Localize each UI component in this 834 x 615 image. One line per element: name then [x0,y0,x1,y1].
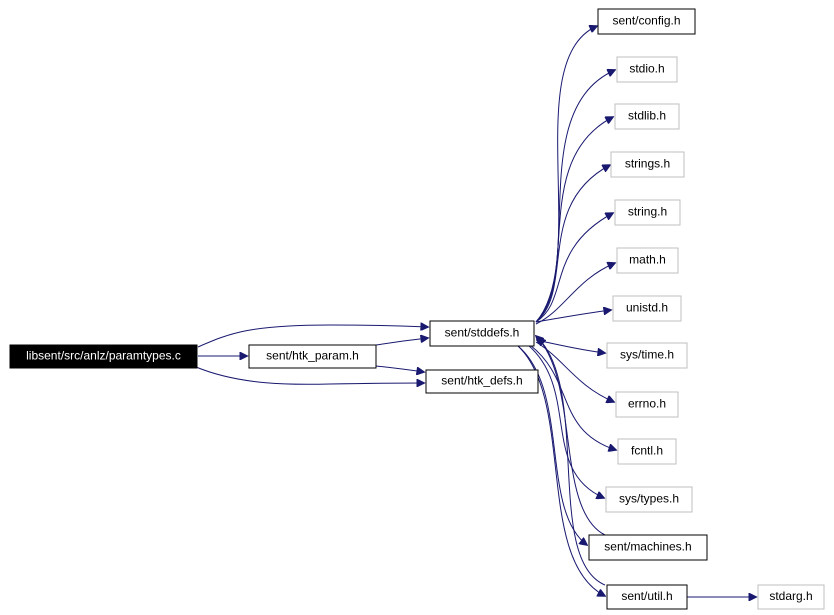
node-stdarg: stdarg.h [757,584,825,610]
node-systypes-label: sys/types.h [619,492,679,506]
node-util[interactable]: sent/util.h [606,584,688,610]
node-string-box [614,199,681,226]
node-htk-param[interactable]: sent/htk_param.h [248,344,377,369]
node-stdarg-box [757,584,825,610]
node-fcntl-box [617,438,677,465]
node-stddefs[interactable]: sent/stddefs.h [429,320,535,347]
edge-stddefs-to-config [535,26,597,323]
node-htk-param-box [248,344,377,369]
node-util-box [606,584,688,610]
edge-util-to-stddefs [538,338,606,586]
edge-stddefs-to-systime [535,339,605,353]
node-root[interactable]: libsent/src/anlz/paramtypes.c [9,344,198,369]
nodes-layer: libsent/src/anlz/paramtypes.c sent/htk_p… [9,8,825,610]
node-htk-defs-label: sent/htk_defs.h [441,374,522,388]
node-htk-defs-box [425,369,539,394]
edge-root-to-stddefs [197,325,428,348]
node-math-label: math.h [629,253,666,267]
node-systime-label: sys/time.h [620,348,674,362]
edge-htk-param-to-stddefs [375,338,428,346]
node-htk-defs[interactable]: sent/htk_defs.h [425,369,539,394]
node-config-label: sent/config.h [612,14,680,28]
node-string-label: string.h [628,205,667,219]
edge-stddefs-to-stdio [535,70,615,323]
node-stdio-box [616,56,678,83]
node-stdlib: stdlib.h [614,103,680,130]
node-machines[interactable]: sent/machines.h [588,534,708,561]
node-fcntl-label: fcntl.h [631,444,663,458]
node-machines-box [588,534,708,561]
node-stdarg-label: stdarg.h [769,589,812,603]
node-root-label: libsent/src/anlz/paramtypes.c [26,349,181,363]
node-config-box [597,8,696,35]
node-strings-box [610,151,685,178]
node-stdlib-box [614,103,680,130]
edge-htk-param-to-htk-defs [375,365,424,372]
node-errno-label: errno.h [628,397,666,411]
edge-stddefs-to-string [535,213,613,323]
node-stdio-label: stdio.h [629,62,664,76]
node-fcntl: fcntl.h [617,438,677,465]
node-stddefs-label: sent/stddefs.h [445,326,520,340]
edge-root-to-htk-defs [195,366,424,384]
edge-stddefs-to-math [535,263,615,325]
node-stdio: stdio.h [616,56,678,83]
node-config[interactable]: sent/config.h [597,8,696,35]
node-systime: sys/time.h [606,342,688,369]
edge-machines-to-stddefs [536,336,606,536]
node-unistd-label: unistd.h [626,301,668,315]
node-math: math.h [616,247,679,274]
node-errno-box [615,391,679,418]
node-util-label: sent/util.h [621,589,672,603]
edge-stddefs-to-fcntl [529,344,616,450]
edges-layer [195,26,756,597]
node-math-box [616,247,679,274]
edge-stddefs-to-strings [535,165,610,323]
node-systypes: sys/types.h [605,486,693,513]
edge-stddefs-to-machines [517,345,587,545]
node-errno: errno.h [615,391,679,418]
edge-stddefs-to-unistd [535,310,611,323]
node-unistd-box [612,295,682,322]
edge-stddefs-to-stdlib [535,117,613,323]
node-stddefs-box [429,320,535,347]
node-systypes-box [605,486,693,513]
edge-stddefs-to-systypes [527,344,604,498]
node-htk-param-label: sent/htk_param.h [266,349,359,363]
node-root-box [9,344,198,369]
node-strings-label: strings.h [625,157,670,171]
node-stdlib-label: stdlib.h [628,109,666,123]
node-unistd: unistd.h [612,295,682,322]
node-machines-label: sent/machines.h [604,540,691,554]
node-strings: strings.h [610,151,685,178]
node-systime-box [606,342,688,369]
node-string: string.h [614,199,681,226]
